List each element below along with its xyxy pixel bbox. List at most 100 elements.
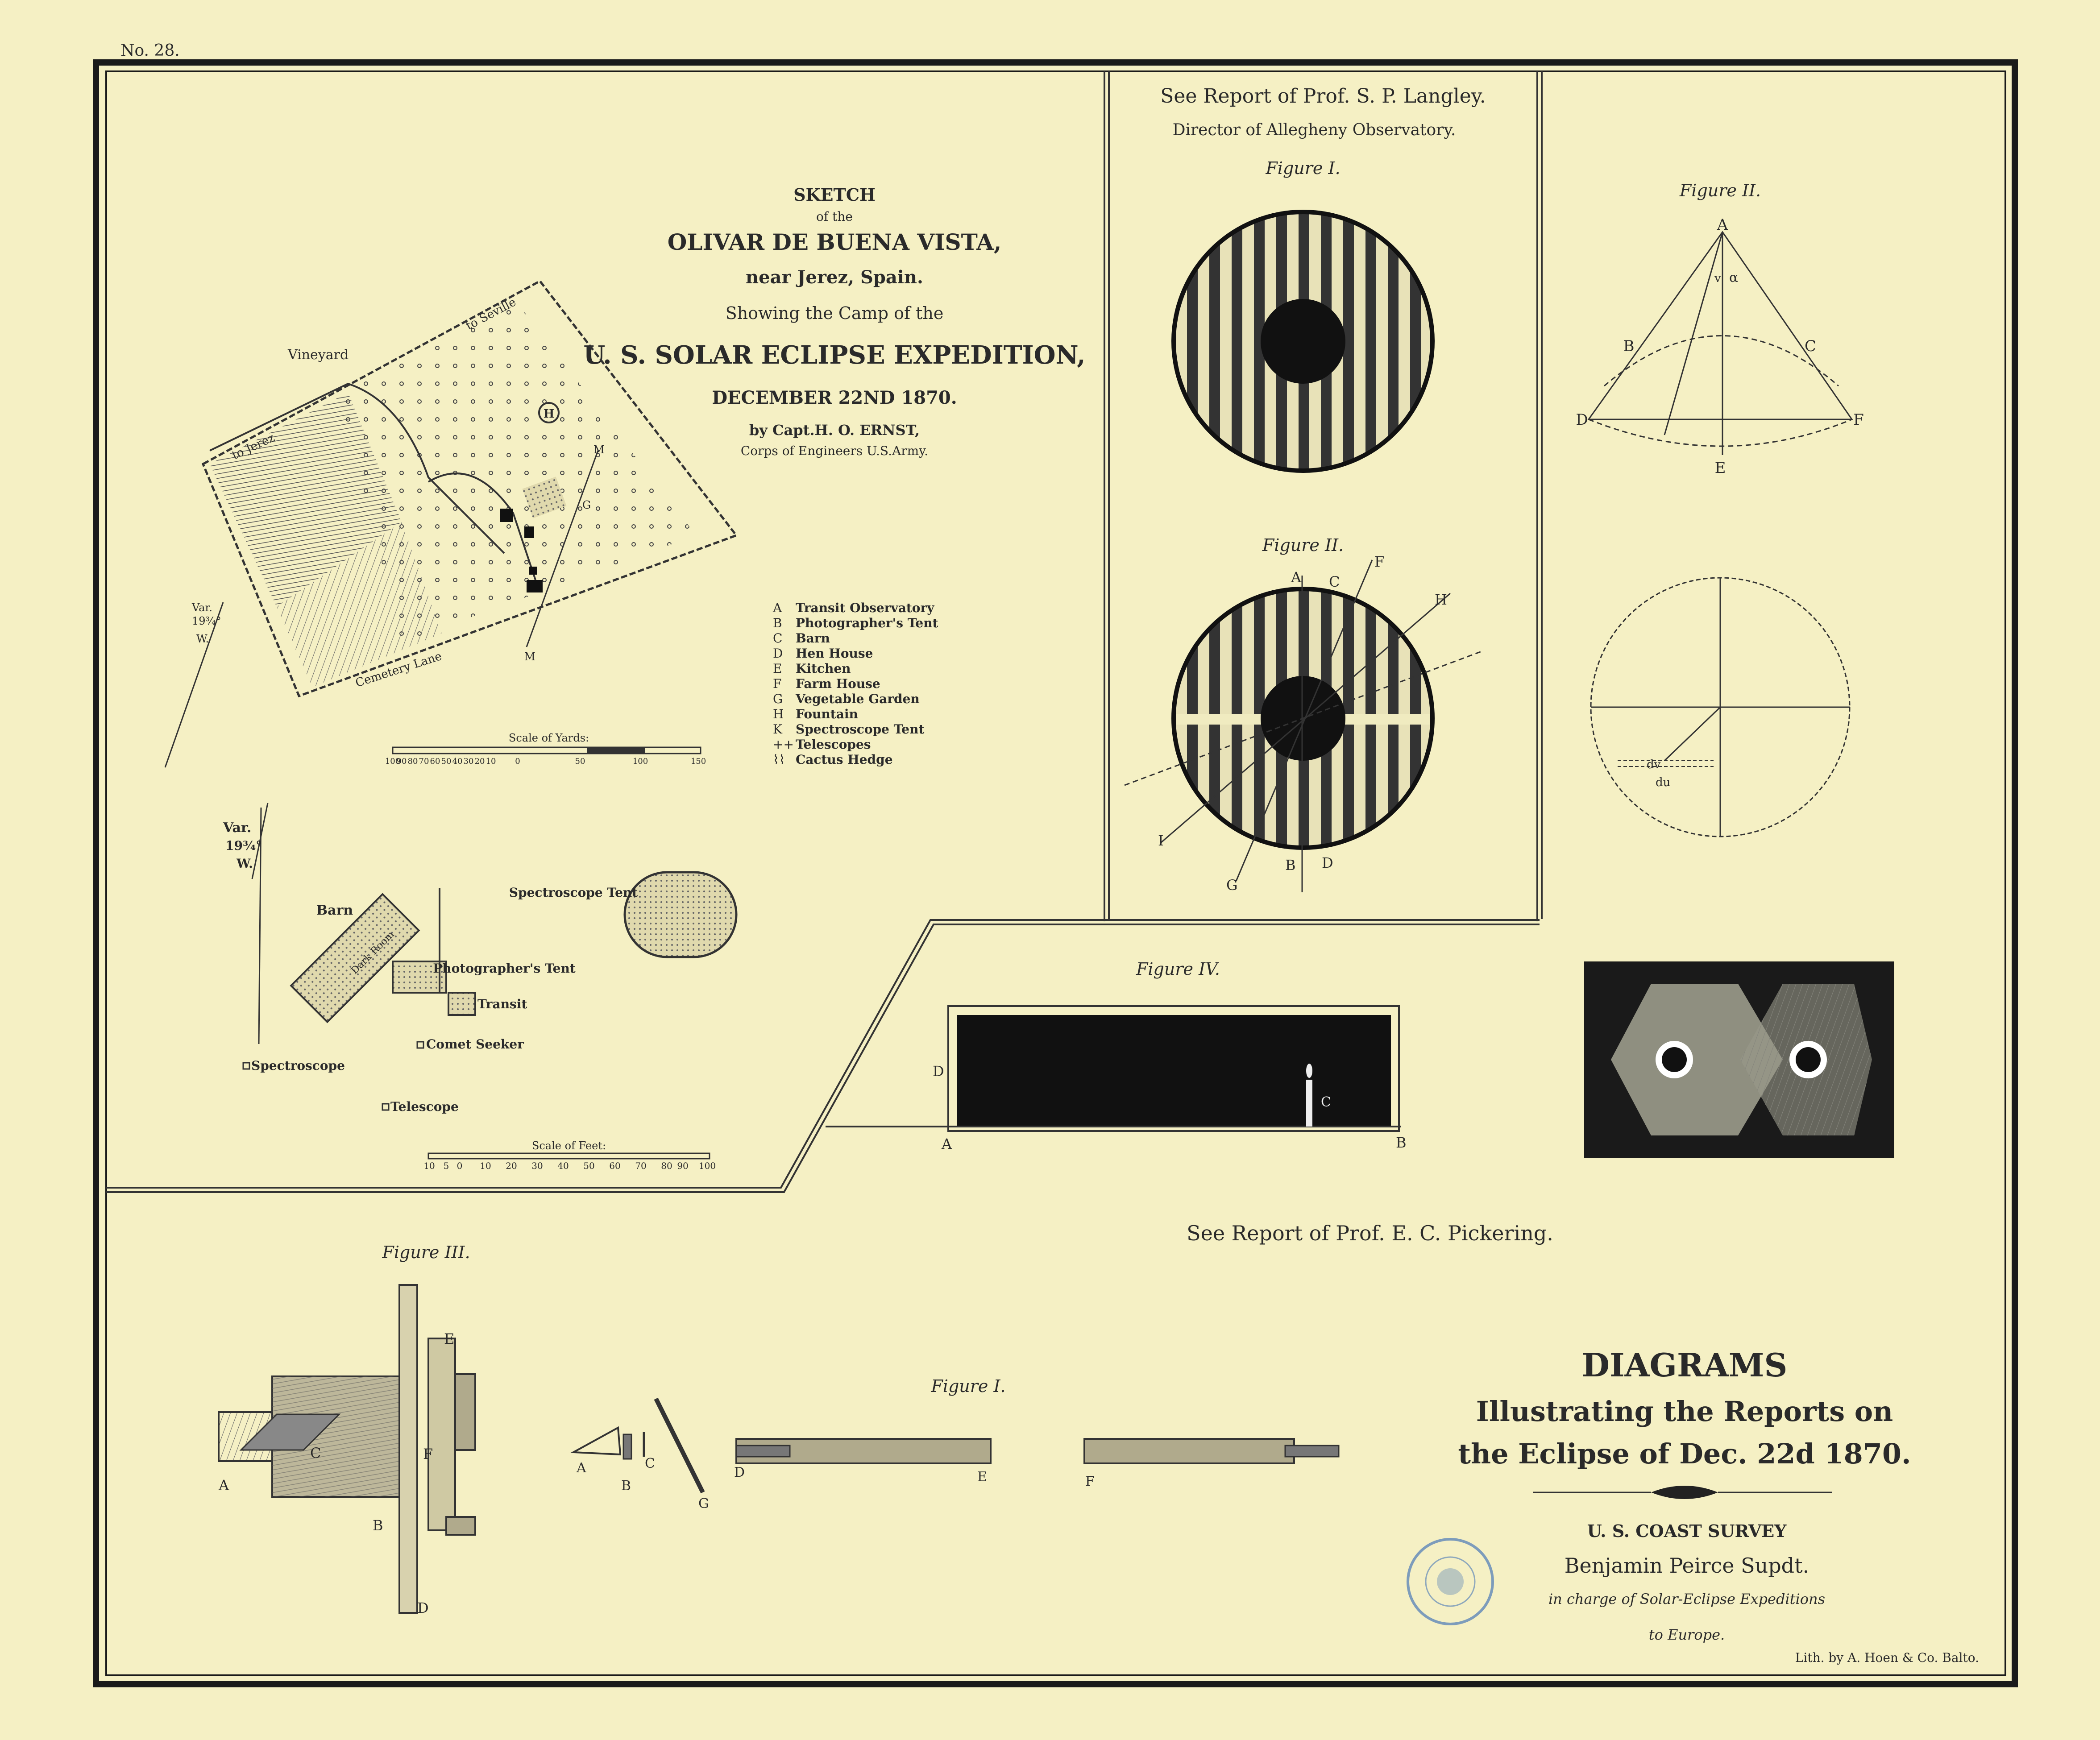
pickering-report-line: See Report of Prof. E. C. Pickering. bbox=[1187, 1221, 1553, 1245]
fig1-d: D bbox=[734, 1465, 745, 1480]
var-value-2: 19¾° bbox=[225, 838, 262, 853]
fig1-lens-b bbox=[623, 1433, 632, 1460]
var-w-2: W. bbox=[236, 856, 253, 871]
fig3-slider bbox=[398, 1284, 418, 1614]
fig1-outer-circle bbox=[1171, 210, 1435, 473]
scale-yards-bar bbox=[392, 746, 701, 754]
fig3-e: E bbox=[444, 1330, 454, 1347]
fig4-b: B bbox=[1396, 1134, 1407, 1151]
legend-key: ++ bbox=[773, 737, 794, 752]
vineyard-field-1 bbox=[210, 393, 402, 607]
main-subtitle-1: Illustrating the Reports on bbox=[1476, 1395, 1893, 1428]
vegetable-garden bbox=[522, 476, 567, 518]
cone-e: E bbox=[1715, 459, 1726, 477]
scale-feet-tick: 10 bbox=[423, 1160, 435, 1171]
fig1-sun-disc bbox=[1261, 299, 1345, 384]
fig2-line-ih bbox=[1160, 592, 1451, 844]
photo-sun-left bbox=[1662, 1047, 1687, 1072]
fig4-dark-chamber bbox=[957, 1015, 1391, 1127]
main-title: DIAGRAMS bbox=[1582, 1346, 1788, 1384]
meridian-top-label: M bbox=[593, 443, 605, 456]
barn-building bbox=[290, 893, 420, 1023]
vineyard-field-2 bbox=[277, 522, 442, 687]
lane-inner bbox=[427, 472, 536, 580]
fig3-f: F bbox=[423, 1446, 433, 1462]
cone-figure-title: Figure II. bbox=[1679, 181, 1761, 200]
legend-text: Telescopes bbox=[796, 737, 871, 752]
farm-house bbox=[500, 509, 513, 522]
fig1-tube-de bbox=[735, 1438, 992, 1464]
scale-feet-tick: 10 bbox=[480, 1160, 491, 1171]
fig1-rod-g bbox=[654, 1397, 705, 1494]
fig4-title: Figure IV. bbox=[1136, 959, 1220, 979]
telescope-marker bbox=[382, 1103, 390, 1111]
archive-stamp-inner bbox=[1425, 1556, 1476, 1607]
legend-key: E bbox=[773, 661, 782, 676]
fig1-a: A bbox=[576, 1460, 586, 1476]
legend-key: F bbox=[773, 676, 781, 691]
cone-c: C bbox=[1805, 337, 1816, 355]
lithographer-credit: Lith. by A. Hoen & Co. Balto. bbox=[1795, 1650, 1979, 1665]
scale-yards-tick: 30 bbox=[464, 757, 474, 766]
cone-triangle bbox=[1587, 231, 1853, 420]
pickering-figure-3: Figure III. A B C D E F bbox=[218, 1243, 476, 1616]
scale-feet-tick: 80 bbox=[661, 1160, 672, 1171]
scale-yards-tick: 20 bbox=[475, 757, 485, 766]
var-w-1: W. bbox=[196, 633, 209, 645]
scale-feet-tick: 5 bbox=[444, 1160, 449, 1171]
fig3-flange bbox=[454, 1373, 476, 1451]
legend-key: H bbox=[773, 707, 784, 721]
legend-key: B bbox=[773, 616, 782, 630]
scale-yards-tick: 90 bbox=[397, 757, 407, 766]
cone-v: v bbox=[1714, 272, 1721, 285]
fig3-b: B bbox=[373, 1517, 383, 1534]
scale-yards-tick: 0 bbox=[515, 757, 520, 766]
scale-yards-tick: 50 bbox=[441, 757, 452, 766]
archive-stamp bbox=[1407, 1538, 1494, 1625]
transit-hut bbox=[448, 992, 476, 1016]
photographers-tent bbox=[392, 961, 447, 994]
title-block: DIAGRAMS Illustrating the Reports on the… bbox=[1458, 1346, 1911, 1643]
cone-a: A bbox=[1717, 216, 1728, 234]
archive-stamp-seal bbox=[1437, 1568, 1464, 1595]
fig3-title: Figure III. bbox=[382, 1243, 470, 1262]
photo-sun-right bbox=[1796, 1047, 1821, 1072]
scale-feet-bar bbox=[427, 1152, 710, 1160]
scale-yards-tick: 70 bbox=[419, 757, 429, 766]
cone-arc-bottom bbox=[1588, 418, 1852, 447]
legend-key: ⌇⌇ bbox=[773, 752, 785, 767]
fountain-h-label: H bbox=[544, 407, 555, 421]
projection-dv: dv bbox=[1647, 758, 1661, 771]
fig2-h: H bbox=[1435, 591, 1447, 608]
barn-small bbox=[527, 580, 543, 592]
langley-line2: Director of Allegheny Observatory. bbox=[1173, 121, 1456, 139]
fig2-d: D bbox=[1322, 854, 1333, 871]
scale-feet-title: Scale of Feet: bbox=[532, 1139, 606, 1152]
scale-yards-tick: 150 bbox=[691, 757, 706, 766]
fig2-outer-circle bbox=[1171, 587, 1435, 850]
hen-house bbox=[529, 567, 537, 575]
sketch-line1: SKETCH bbox=[793, 185, 876, 205]
langley-line1: See Report of Prof. S. P. Langley. bbox=[1160, 85, 1486, 108]
sketch-line4: near Jerez, Spain. bbox=[746, 267, 923, 288]
projection-radius bbox=[1664, 706, 1721, 762]
olive-grove bbox=[339, 303, 696, 642]
panel-dividers bbox=[106, 71, 1543, 1193]
legend-text: Cactus Hedge bbox=[796, 752, 893, 767]
langley-figure1-title: Figure I. bbox=[1265, 158, 1340, 178]
var-label-1: Var. bbox=[191, 601, 212, 614]
scale-yards-tick: 80 bbox=[408, 757, 418, 766]
survey-line: U. S. COAST SURVEY bbox=[1587, 1521, 1787, 1541]
cone-alpha: α bbox=[1729, 270, 1738, 286]
legend-text: Photographer's Tent bbox=[796, 616, 938, 630]
sketch-line8: by Capt.H. O. ERNST, bbox=[749, 422, 920, 439]
fig2-f: F bbox=[1374, 553, 1384, 570]
legend-text: Fountain bbox=[796, 707, 858, 721]
comet-seeker-marker bbox=[416, 1041, 424, 1049]
langley-panel: See Report of Prof. S. P. Langley. Direc… bbox=[1160, 85, 1486, 555]
